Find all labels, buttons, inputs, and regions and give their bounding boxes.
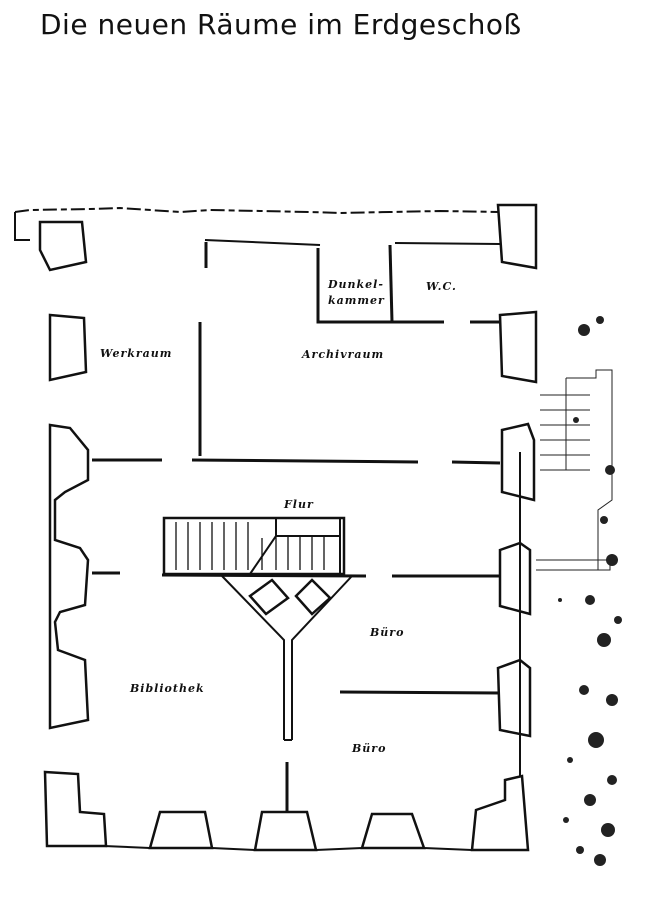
room-label-flur: Flur: [283, 498, 314, 511]
room-label-buero-upper: Büro: [369, 626, 404, 639]
room-label-dunkelkammer-line1: Dunkel-: [327, 278, 384, 291]
staircase: [161, 516, 367, 578]
room-label-buero-lower: Büro: [351, 742, 386, 755]
room-label-wc: W.C.: [426, 280, 457, 293]
bottom-exterior-wall: [43, 770, 530, 852]
exterior-piers-top: [38, 203, 538, 272]
top-boundary: [14, 206, 501, 246]
stair-treads: [175, 522, 325, 570]
room-label-archivraum: Archivraum: [301, 348, 384, 361]
interior-walls: [92, 242, 501, 812]
page-title: Die neuen Räume im Erdgeschoß: [40, 8, 522, 41]
central-y-partition: [221, 575, 353, 741]
left-exterior-wall: [48, 313, 90, 730]
right-exterior-wall: [496, 310, 538, 850]
room-label-werkraum: Werkraum: [100, 347, 172, 360]
room-label-bibliothek: Bibliothek: [129, 682, 205, 695]
exterior-stair: [536, 369, 613, 571]
room-label-dunkelkammer-line2: kammer: [328, 294, 385, 307]
speckle-texture: [558, 316, 622, 866]
